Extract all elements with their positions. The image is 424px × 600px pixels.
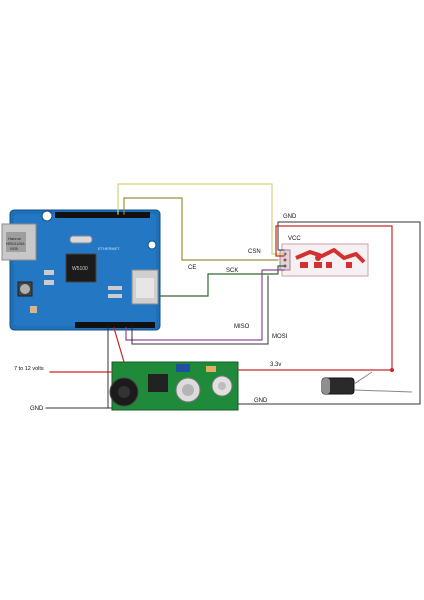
label-volts-in: 7 to 12 volts	[14, 366, 44, 372]
regulator-chip	[148, 374, 168, 392]
label-vcc: VCC	[288, 236, 301, 242]
rf-module-board	[281, 243, 369, 277]
rf-trace	[295, 248, 366, 264]
bottom-header	[75, 322, 155, 328]
wire-gnd-bottom	[237, 392, 421, 405]
jack-code: 0935	[10, 247, 18, 251]
label-miso: MISO	[234, 324, 250, 330]
label-sck: SCK	[226, 268, 238, 274]
label-3v3: 3.3v	[270, 362, 281, 368]
label-gnd-bottom: GND	[254, 398, 268, 404]
label-mosi: MOSI	[272, 334, 288, 340]
crystal	[69, 235, 93, 244]
ethernet-chip	[65, 253, 97, 283]
reset-button	[30, 306, 37, 313]
board-sub: ETHERNET	[98, 246, 120, 251]
voltage-regulator	[109, 361, 239, 411]
mount-hole	[41, 210, 53, 222]
rf-module	[279, 243, 369, 277]
label-gnd-top: GND	[283, 214, 297, 220]
wire-vcc	[275, 225, 393, 371]
ethernet-shield: Hanrun HR911105A 0935 W5100 ETHERNET	[1, 209, 161, 331]
junction-3v3	[390, 368, 394, 372]
board-name: W5100	[72, 266, 88, 272]
jack-brand: Hanrun	[8, 236, 21, 241]
mount-hole	[147, 240, 157, 250]
wire-ce	[123, 197, 279, 261]
label-ce: CE	[188, 265, 196, 271]
wire-gnd-top	[277, 221, 421, 394]
label-csn: CSN	[248, 249, 261, 255]
label-gnd-left: GND	[30, 406, 44, 412]
top-header	[55, 212, 150, 218]
potentiometer	[176, 364, 190, 372]
wire-mosi	[131, 275, 269, 345]
wire-sck	[159, 265, 285, 297]
electrolytic-capacitor	[321, 371, 413, 395]
wire-miso	[125, 269, 285, 341]
jack-model: HR911105A	[6, 242, 25, 246]
wire-vin-shield	[113, 327, 125, 363]
